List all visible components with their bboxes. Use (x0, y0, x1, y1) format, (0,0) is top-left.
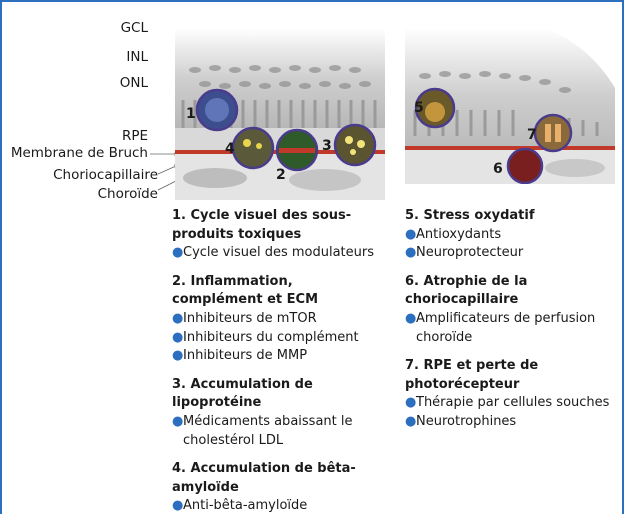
legend-section-title: 5. Stress oxydatif (405, 208, 535, 223)
legend-section: 6. Atrophie de la choriocapillaire●Ampli… (405, 273, 615, 347)
legend-item-text: Médicaments abaissant le cholestérol LDL (183, 413, 353, 448)
bullet-icon: ● (172, 498, 184, 514)
legend-section-title: 4. Accumulation de bêta-amyloïde (172, 461, 356, 495)
bullet-icon: ● (172, 310, 184, 326)
label-rpe: RPE (121, 128, 148, 144)
legend-item-text: Cycle visuel des modulateurs (183, 245, 375, 261)
legend-section: 7. RPE et perte de photorécepteur●Thérap… (405, 357, 615, 431)
marker-7: 7 (527, 127, 537, 143)
legend-item-text: Anti-bêta-amyloïde (183, 498, 308, 514)
label-bruch: Membrane de Bruch (10, 145, 148, 161)
bullet-icon: ● (405, 395, 417, 411)
legend-section-title: 6. Atrophie de la choriocapillaire (405, 273, 528, 308)
label-choroide: Choroïde (97, 186, 158, 202)
legend-section-title: 3. Accumulation de lipoprotéine (172, 376, 313, 411)
label-choriocapillaire: Choriocapillaire (53, 167, 158, 183)
legend-left-column: 1. Cycle visuel des sous-produits toxiqu… (172, 207, 382, 526)
legend-item: ●Neurotrophines (405, 413, 615, 432)
marker-5: 5 (414, 100, 424, 116)
legend-item: ●Inhibiteurs du complément (172, 329, 382, 348)
label-onl: ONL (119, 75, 148, 91)
bullet-icon: ● (172, 348, 184, 364)
legend-item: ●Inhibiteurs de mTOR (172, 310, 382, 329)
legend-item-text: Inhibiteurs de MMP (183, 348, 308, 364)
legend-item: ●Antioxydants (405, 226, 615, 245)
legend-item: ●Cycle visuel des modulateurs (172, 244, 382, 263)
legend-item-text: Inhibiteurs de mTOR (183, 310, 317, 326)
legend-section-title: 2. Inflammation, complément et ECM (172, 273, 319, 308)
marker-2: 2 (276, 167, 286, 183)
legend-section-title: 1. Cycle visuel des sous-produits toxiqu… (172, 208, 352, 242)
legend-item: ●Inhibiteurs de MMP (172, 347, 382, 366)
legend-section: 5. Stress oxydatif●Antioxydants●Neuropro… (405, 207, 615, 263)
legend-section: 2. Inflammation, complément et ECM●Inhib… (172, 273, 382, 366)
legend-section: 3. Accumulation de lipoprotéine●Médicame… (172, 376, 382, 450)
legend-item-text: Neurotrophines (416, 413, 517, 429)
retina-healthy-illustration (175, 28, 385, 200)
label-inl: INL (126, 49, 148, 65)
marker-1: 1 (186, 106, 196, 122)
bullet-icon: ● (405, 413, 417, 429)
legend-item-text: Neuroprotecteur (416, 245, 524, 261)
legend-section: 4. Accumulation de bêta-amyloïde ●Anti-bê… (172, 460, 382, 516)
marker-4: 4 (225, 141, 235, 157)
legend-item-text: Amplificateurs de perfusion choroïde (416, 310, 596, 345)
legend-item: ●Neuroprotecteur (405, 244, 615, 263)
legend-item-text: Antioxydants (416, 226, 502, 242)
bullet-icon: ● (405, 245, 417, 261)
legend-item: ●Anti-bêta-amyloïde (172, 497, 382, 516)
legend-item-text: Thérapie par cellules souches (416, 395, 610, 411)
marker-6: 6 (493, 161, 503, 177)
bullet-icon: ● (172, 413, 184, 429)
legend-section: 1. Cycle visuel des sous-produits toxiqu… (172, 207, 382, 263)
bullet-icon: ● (405, 226, 417, 242)
label-gcl: GCL (120, 20, 148, 36)
bullet-icon: ● (405, 310, 417, 326)
retina-diseased-illustration (405, 28, 615, 184)
legend-right-column: 5. Stress oxydatif●Antioxydants●Neuropro… (405, 207, 615, 442)
legend-item: ●Thérapie par cellules souches (405, 394, 615, 413)
bullet-icon: ● (172, 329, 184, 345)
legend-item: ●Médicaments abaissant le cholestérol LD… (172, 413, 382, 450)
legend-item-text: Inhibiteurs du complément (183, 329, 359, 345)
legend-section-title: 7. RPE et perte de photorécepteur (405, 358, 539, 392)
figure-frame (0, 0, 624, 514)
legend-item: ●Amplificateurs de perfusion choroïde (405, 310, 615, 347)
marker-3: 3 (322, 138, 332, 154)
bullet-icon: ● (172, 245, 184, 261)
